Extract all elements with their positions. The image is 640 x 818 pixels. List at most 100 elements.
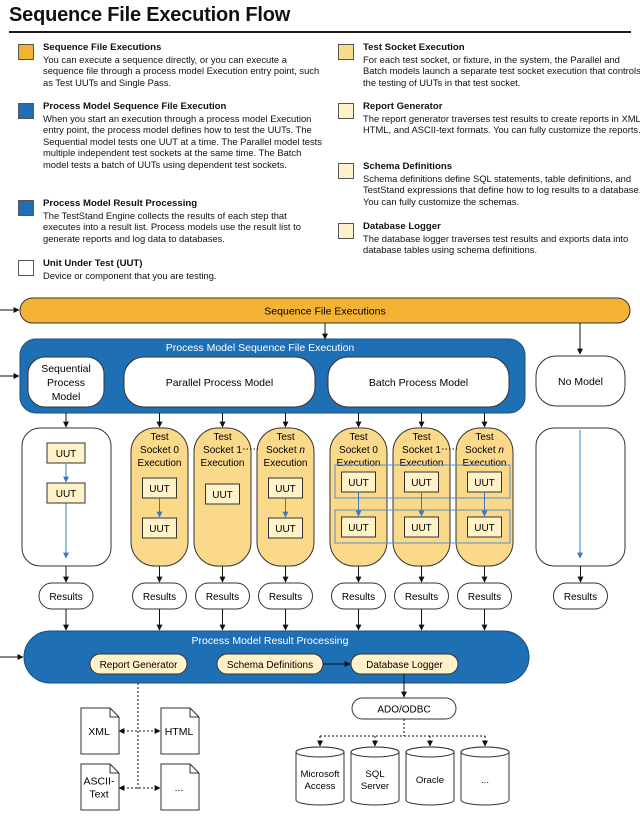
results-label: Results — [468, 592, 501, 603]
results-label: Results — [269, 592, 302, 603]
legend-title: Report Generator — [363, 101, 443, 112]
socket-label-line1: Test — [349, 432, 368, 443]
parallel-model-label: Parallel Process Model — [166, 377, 273, 389]
result-processing-label: Process Model Result Processing — [192, 635, 349, 647]
uut-label: UUT — [212, 490, 233, 501]
legend-description: Schema definitions define SQL statements… — [363, 173, 640, 207]
database-label: Server — [361, 781, 390, 792]
legend-title: Unit Under Test (UUT) — [43, 258, 143, 269]
results-label: Results — [49, 592, 82, 603]
legend-title: Test Socket Execution — [363, 42, 465, 53]
legend-title: Database Logger — [363, 221, 441, 232]
process-model-execution-label: Process Model Sequence File Execution — [166, 342, 355, 354]
xml-report-doc — [80, 707, 120, 755]
socket-label-line1: Test — [475, 432, 494, 443]
sequence-file-executions-label: Sequence File Executions — [264, 306, 385, 318]
database-label: SQL — [365, 769, 385, 780]
parallel-model-box — [123, 356, 316, 408]
socket-label-line1: Test — [412, 432, 431, 443]
report-generator-box — [89, 653, 188, 675]
html-report-doc-label: HTML — [165, 726, 194, 738]
legend-title: Process Model Sequence File Execution — [43, 101, 227, 112]
legend-description: The TestStand Engine collects the result… — [43, 210, 301, 244]
title-rule — [9, 31, 631, 33]
socket-label-line1: Test — [150, 432, 169, 443]
socket-label-line2: Socket 1 — [203, 445, 242, 456]
legend-swatch — [18, 44, 34, 60]
ascii-report-doc — [80, 763, 120, 811]
uut-label: UUT — [348, 478, 369, 489]
schema-definitions-label: Schema Definitions — [227, 660, 313, 671]
database-label: Oracle — [416, 775, 444, 786]
socket-label-line3: Execution — [201, 458, 245, 469]
sequential-uut-1-label: UUT — [56, 449, 77, 460]
socket-label-line1: Test — [276, 432, 295, 443]
uut-box — [268, 517, 303, 539]
legend-swatch — [18, 260, 34, 276]
batch-model-label: Batch Process Model — [369, 377, 468, 389]
no-model-label: No Model — [558, 376, 603, 388]
sequential-uut-2 — [46, 482, 86, 504]
socket-label-line2: Socket 0 — [140, 445, 179, 456]
sequential-uut-1 — [46, 442, 86, 464]
legend-description: You can execute a sequence directly, or … — [43, 54, 320, 88]
socket-number: n — [498, 445, 504, 456]
results-label: Results — [405, 592, 438, 603]
uut-box — [341, 516, 376, 538]
report-generator-label: Report Generator — [100, 660, 178, 671]
legend-title: Process Model Result Processing — [43, 198, 198, 209]
database-label: Microsoft — [301, 769, 340, 780]
no-model-box — [535, 355, 626, 407]
socket-label-line3: Execution — [463, 458, 507, 469]
sequential-model-line3: Model — [52, 391, 81, 403]
uut-label: UUT — [275, 524, 296, 535]
socket-number: 0 — [372, 445, 378, 456]
socket-label-prefix: Socket — [339, 445, 372, 456]
sequential-model-line1: Sequential — [41, 363, 91, 375]
uut-label: UUT — [474, 478, 495, 489]
uut-label: UUT — [149, 524, 170, 535]
more-reports-doc — [160, 763, 200, 811]
results-label: Results — [342, 592, 375, 603]
xml-report-doc-label: XML — [88, 726, 110, 738]
batch-group-frame — [334, 464, 511, 499]
database-label: ... — [481, 775, 489, 786]
database-label: Access — [305, 781, 336, 792]
legend-swatch — [338, 103, 354, 119]
socket-label-line3: Execution — [400, 458, 444, 469]
legend-swatch — [338, 163, 354, 179]
legend-swatch — [338, 44, 354, 60]
socket-label-line3: Execution — [264, 458, 308, 469]
ado-odbc-label: ADO/ODBC — [377, 705, 430, 716]
legend-swatch — [338, 223, 354, 239]
socket-number: 0 — [173, 445, 179, 456]
sequential-uut-2-label: UUT — [56, 489, 77, 500]
results-box — [553, 582, 608, 610]
socket-label-line2: Socket 1 — [402, 445, 441, 456]
results-label: Results — [206, 592, 239, 603]
sequential-model-box — [27, 356, 105, 408]
more-reports-doc-label: ... — [175, 782, 184, 794]
legend-swatch — [18, 103, 34, 119]
socket-label-prefix: Socket — [266, 445, 299, 456]
socket-label-prefix: Socket — [465, 445, 498, 456]
socket-label-line3: Execution — [337, 458, 381, 469]
socket-number: 1 — [236, 445, 242, 456]
legend-title: Schema Definitions — [363, 161, 453, 172]
uut-label: UUT — [149, 484, 170, 495]
legend-swatch — [18, 200, 34, 216]
results-label: Results — [564, 592, 597, 603]
socket-label-line2: Socket n — [266, 445, 305, 456]
uut-box — [404, 516, 439, 538]
socket-number: 1 — [435, 445, 441, 456]
sequential-model-line2: Process — [47, 377, 85, 389]
socket-label-line2: Socket 0 — [339, 445, 378, 456]
socket-label-line3: Execution — [138, 458, 182, 469]
legend-description: For each test socket, or fixture, in the… — [363, 54, 640, 88]
ascii-report-doc-label: Text — [89, 789, 108, 801]
uut-label: UUT — [474, 523, 495, 534]
socket-label-prefix: Socket — [140, 445, 173, 456]
results-label: Results — [143, 592, 176, 603]
page-title: Sequence File Execution Flow — [9, 4, 291, 26]
